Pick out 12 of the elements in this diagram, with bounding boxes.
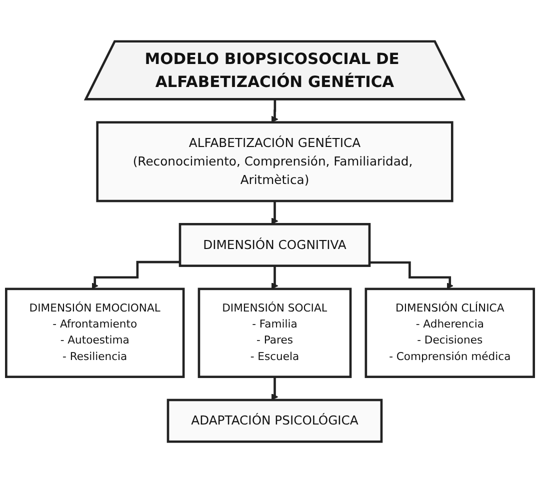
node-box: DIMENSIÓN SOCIAL - Familia - Pares - Escuela — [198, 288, 352, 378]
node-box: ALFABETIZACIÓN GENÉTICA (Reconocimiento, Comprensión, Familiaridad, Aritmètica) — [96, 121, 454, 202]
arrow — [369, 261, 454, 290]
arrow — [91, 260, 180, 290]
node-box: ADAPTACIÓN PSICOLÓGICA — [166, 398, 383, 443]
node-box: DIMENSIÓN EMOCIONAL - Afrontamiento - Autoestima - Resiliencia — [5, 288, 185, 378]
node-box: DIMENSIÓN CLÍNICA - Adherencia - Decisiones - Comprensión médica — [364, 288, 535, 378]
arrow — [271, 98, 278, 123]
arrow — [271, 376, 278, 400]
arrow — [271, 264, 278, 290]
node-box: DIMENSIÓN COGNITIVA — [178, 222, 371, 267]
arrow — [271, 200, 278, 224]
